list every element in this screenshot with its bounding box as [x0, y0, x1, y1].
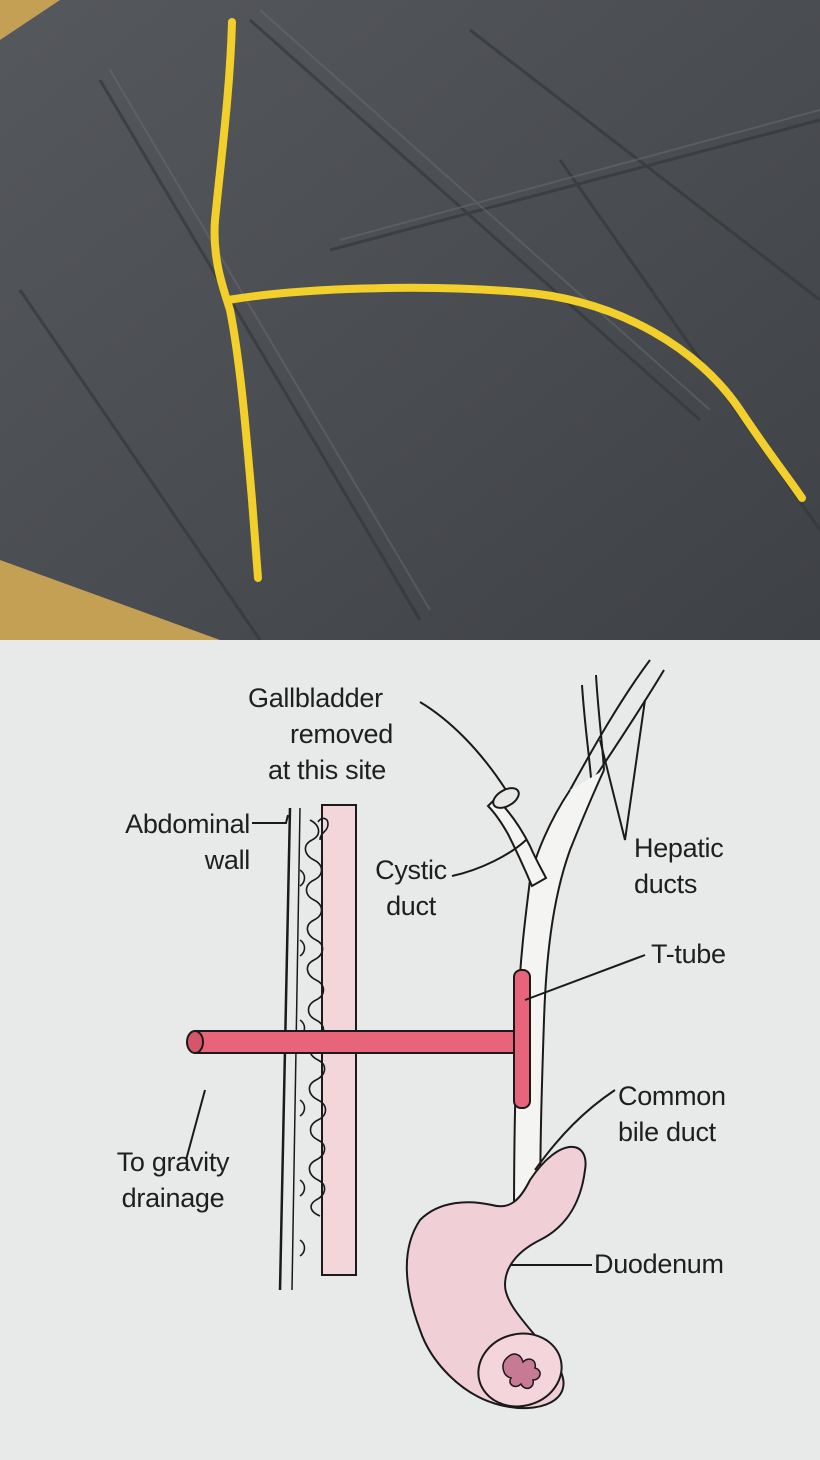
label-t-tube-text: T-tube — [651, 939, 726, 969]
leader-lines — [185, 699, 646, 1266]
label-abdominal: Abdominal — [94, 806, 250, 842]
label-gravity-drainage: To gravity drainage — [100, 1144, 246, 1216]
duodenum — [405, 1145, 587, 1410]
label-gallbladder: Gallbladder — [248, 680, 383, 716]
label-gravity-line1: To gravity — [116, 1147, 230, 1177]
label-duodenum-text: Duodenum — [594, 1249, 724, 1279]
t-tube — [186, 969, 531, 1109]
label-t-tube: T-tube — [651, 936, 726, 972]
label-cystic-line1: Cystic — [375, 855, 447, 885]
label-duodenum: Duodenum — [594, 1246, 724, 1282]
t-tube-photo — [0, 0, 820, 640]
t-tube-drain — [210, 18, 806, 582]
label-abdominal-line2: wall — [204, 845, 251, 875]
label-cystic: Cystic duct — [366, 852, 456, 924]
label-common-line1: Common — [618, 1081, 726, 1111]
label-common-line2: bile duct — [618, 1117, 716, 1147]
anatomy-drawing — [185, 659, 665, 1410]
label-gravity-line2: drainage — [121, 1183, 225, 1213]
t-tube-diagram: Gallbladder removed at this site Abdomin… — [0, 640, 820, 1460]
label-gallbladder-line3: at this site — [268, 755, 386, 785]
label-cystic-line2: duct — [386, 891, 436, 921]
label-hepatic-line1: Hepatic — [634, 833, 724, 863]
cystic-duct — [486, 787, 548, 888]
surgical-drape — [0, 0, 820, 640]
label-gallbladder-line2: removed — [290, 719, 393, 749]
label-gallbladder-line1: Gallbladder — [248, 683, 383, 713]
label-gallbladder-site: at this site — [268, 752, 386, 788]
label-hepatic-ducts: Hepatic ducts — [634, 830, 724, 902]
duodenum-lumen — [502, 1353, 541, 1390]
label-gallbladder-removed: removed — [290, 716, 393, 752]
label-abdominal-line1: Abdominal — [125, 809, 250, 839]
photo-panel — [0, 0, 820, 640]
label-wall: wall — [94, 842, 251, 878]
label-common-bile-duct: Common bile duct — [618, 1078, 726, 1150]
label-hepatic-line2: ducts — [634, 869, 698, 899]
